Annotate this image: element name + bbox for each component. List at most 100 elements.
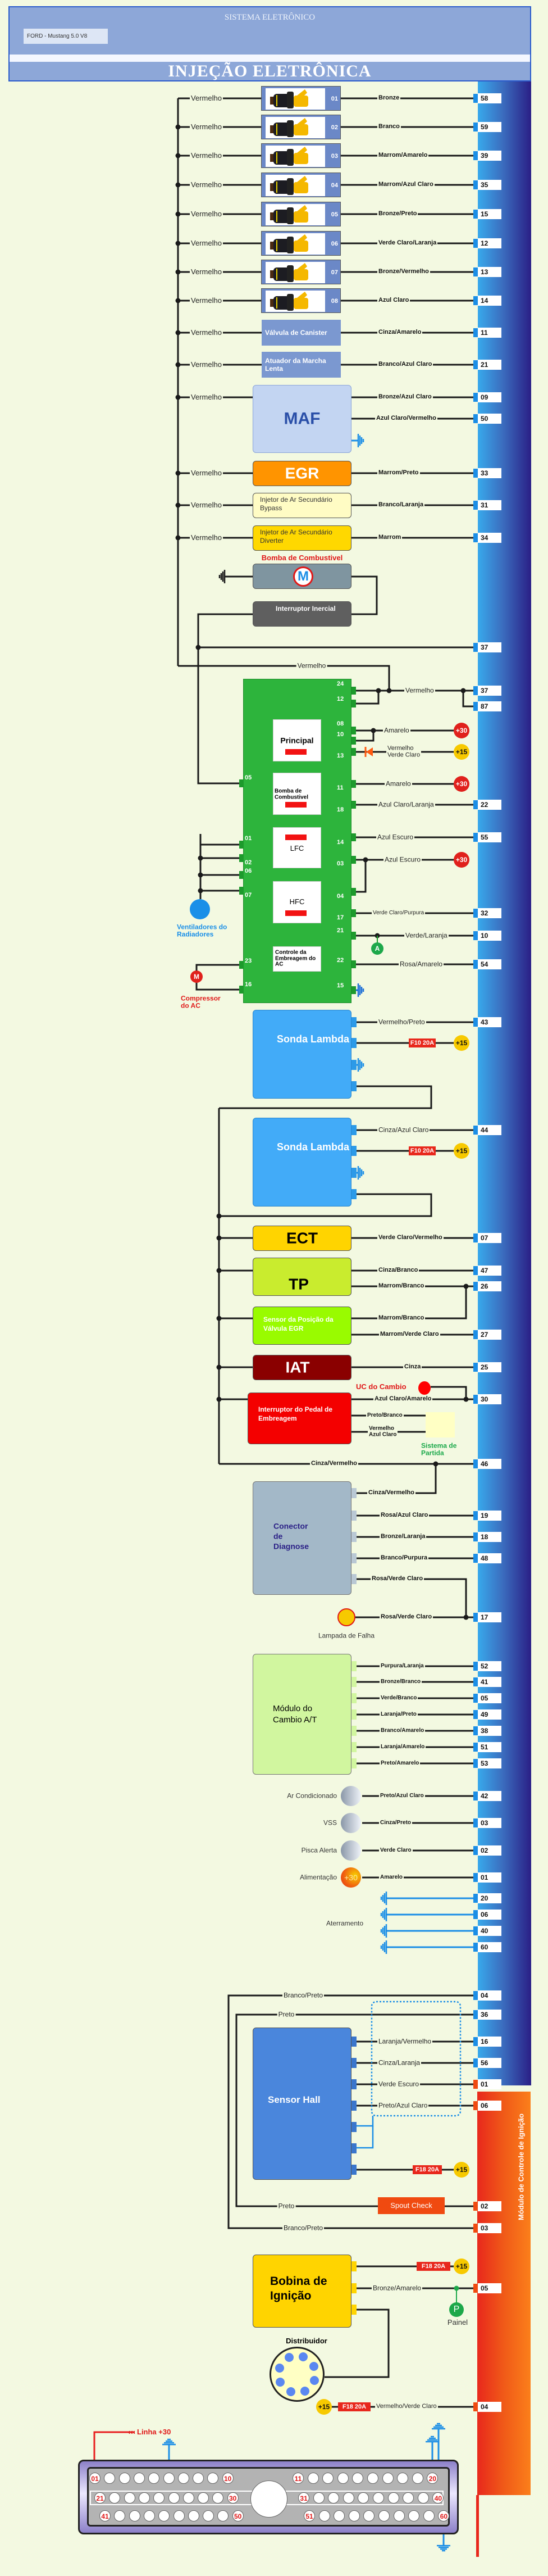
ecu-pin[interactable]: 05 — [478, 2283, 501, 2293]
relay-high-fan[interactable] — [273, 881, 321, 923]
ecu-pin[interactable]: 12 — [478, 238, 501, 248]
ecu-connector-pin[interactable]: 11 — [293, 2473, 304, 2484]
ecu-connector-pin[interactable]: 01 — [89, 2473, 101, 2484]
ecu-connector-pin[interactable]: 40 — [432, 2492, 444, 2504]
ecu-pin[interactable]: 44 — [478, 1125, 501, 1135]
ecu-pin[interactable]: 35 — [478, 180, 501, 190]
transmission-module[interactable] — [253, 1654, 351, 1775]
fuel-injector-3[interactable]: 03 — [261, 143, 341, 168]
ecu-pin[interactable]: 15 — [478, 209, 501, 219]
relay-fuel-pump[interactable] — [273, 773, 321, 815]
ecu-pin[interactable]: 17 — [478, 1612, 501, 1622]
ecu-connector-pin[interactable]: 31 — [298, 2492, 309, 2504]
ecu-pin[interactable]: 03 — [478, 2223, 501, 2233]
ecu-connector-pin[interactable] — [198, 2492, 209, 2504]
ecu-connector-pin[interactable] — [397, 2473, 409, 2484]
ecu-pin[interactable]: 39 — [478, 151, 501, 161]
ecu-pin[interactable]: 05 — [478, 1693, 501, 1703]
ecu-connector-pin[interactable] — [348, 2510, 360, 2521]
ecu-connector-pin[interactable] — [408, 2510, 420, 2521]
ecu-connector-pin[interactable] — [158, 2510, 170, 2521]
ecu-connector-pin[interactable] — [203, 2510, 214, 2521]
ecu-pin[interactable]: 03 — [478, 1818, 501, 1828]
ecu-connector-pin[interactable] — [143, 2510, 155, 2521]
ecu-pin[interactable]: 49 — [478, 1709, 501, 1720]
iat-sensor[interactable] — [253, 1355, 351, 1380]
ecu-connector-pin[interactable] — [168, 2492, 180, 2504]
ecu-connector-pin[interactable] — [403, 2492, 414, 2504]
ecu-connector-pin[interactable] — [118, 2473, 130, 2484]
ecu-connector-pin[interactable]: 60 — [438, 2510, 450, 2521]
fuel-injector-6[interactable]: 06 — [261, 231, 341, 256]
ecu-connector-pin[interactable] — [217, 2510, 229, 2521]
ecu-pin[interactable]: 56 — [478, 2058, 501, 2068]
ecu-pin[interactable]: 55 — [478, 832, 501, 842]
maf-sensor[interactable] — [253, 385, 351, 453]
ecu-pin[interactable]: 42 — [478, 1791, 501, 1801]
ecu-pin[interactable]: 53 — [478, 1758, 501, 1768]
ecu-pin[interactable]: 02 — [478, 1845, 501, 1856]
relay-low-fan[interactable] — [273, 827, 321, 868]
ecu-pin[interactable]: 07 — [478, 1233, 501, 1243]
ecu-pin[interactable]: 37 — [478, 686, 501, 696]
ecu-pin[interactable]: 38 — [478, 1726, 501, 1736]
fuel-injector-4[interactable]: 04 — [261, 173, 341, 197]
ecu-pin[interactable]: 58 — [478, 93, 501, 103]
ecu-connector-pin[interactable] — [322, 2473, 334, 2484]
fuel-injector-1[interactable]: 01 — [261, 86, 341, 111]
ecu-connector-pin[interactable] — [423, 2510, 435, 2521]
ecu-connector-pin[interactable] — [193, 2473, 204, 2484]
ecu-connector-pin[interactable]: 10 — [222, 2473, 234, 2484]
ecu-pin[interactable]: 09 — [478, 392, 501, 402]
ecu-connector-pin[interactable] — [153, 2492, 165, 2504]
ecu-connector-pin[interactable] — [129, 2510, 140, 2521]
ecu-pin[interactable]: 27 — [478, 1330, 501, 1340]
ecu-pin[interactable]: 33 — [478, 468, 501, 478]
ecu-pin[interactable]: 10 — [478, 931, 501, 941]
ecu-connector-pin[interactable] — [328, 2492, 340, 2504]
ecu-connector-pin[interactable] — [163, 2473, 175, 2484]
ecu-connector-pin[interactable] — [358, 2492, 369, 2504]
ecu-connector-pin[interactable] — [382, 2473, 394, 2484]
ecu-pin[interactable]: 50 — [478, 414, 501, 424]
ecu-connector-pin[interactable] — [367, 2473, 378, 2484]
ecu-connector-pin[interactable] — [363, 2510, 375, 2521]
ecu-pin[interactable]: 01 — [478, 1872, 501, 1883]
ignition-coil[interactable]: Bobina de Ignição — [253, 2255, 351, 2328]
egr-position-sensor[interactable]: Sensor da Posição da Válvula EGR — [253, 1307, 351, 1345]
ecu-pin[interactable]: 32 — [478, 908, 501, 918]
ecu-connector-pin[interactable] — [387, 2492, 399, 2504]
ecu-connector-pin[interactable] — [393, 2510, 405, 2521]
ecu-pin[interactable]: 40 — [478, 1926, 501, 1936]
ecu-connector-pin[interactable] — [313, 2492, 325, 2504]
ecu-connector-pin[interactable] — [378, 2510, 390, 2521]
ecu-connector-pin[interactable] — [207, 2473, 219, 2484]
secondary-air-injector[interactable]: Injetor de Ar Secundário Bypass — [253, 493, 351, 518]
ecu-connector-pin[interactable] — [334, 2510, 345, 2521]
ecu-pin[interactable]: 87 — [478, 701, 501, 711]
ecu-connector-pin[interactable] — [109, 2492, 121, 2504]
ecu-pin[interactable]: 51 — [478, 1742, 501, 1752]
secondary-air-injector[interactable]: Injetor de Ar Secundário Diverter — [253, 525, 351, 551]
ecu-connector-pin[interactable] — [212, 2492, 224, 2504]
oxygen-sensor[interactable]: Sonda Lambda — [253, 1010, 351, 1099]
ecu-connector-pin[interactable] — [417, 2492, 429, 2504]
ecu-connector-pin[interactable] — [352, 2473, 364, 2484]
ecu-connector-pin[interactable] — [173, 2510, 185, 2521]
throttle-position-sensor[interactable] — [253, 1258, 351, 1296]
ecu-pin[interactable]: 52 — [478, 1661, 501, 1671]
ecu-pin[interactable]: 30 — [478, 1394, 501, 1404]
ecu-connector-pin[interactable]: 20 — [427, 2473, 439, 2484]
ecu-connector-pin[interactable]: 41 — [99, 2510, 111, 2521]
ecu-connector-pin[interactable] — [104, 2473, 116, 2484]
ecu-pin[interactable]: 43 — [478, 1017, 501, 1027]
ecu-connector-pin[interactable] — [412, 2473, 423, 2484]
ecu-pin[interactable]: 06 — [478, 2101, 501, 2111]
ect-sensor[interactable] — [253, 1226, 351, 1251]
ecu-pin[interactable]: 46 — [478, 1459, 501, 1469]
ecu-pin[interactable]: 31 — [478, 500, 501, 510]
distributor-icon[interactable] — [270, 2347, 325, 2402]
ecu-connector-pin[interactable] — [138, 2492, 150, 2504]
ecu-pin[interactable]: 60 — [478, 1942, 501, 1952]
fuel-injector-7[interactable]: 07 — [261, 260, 341, 284]
